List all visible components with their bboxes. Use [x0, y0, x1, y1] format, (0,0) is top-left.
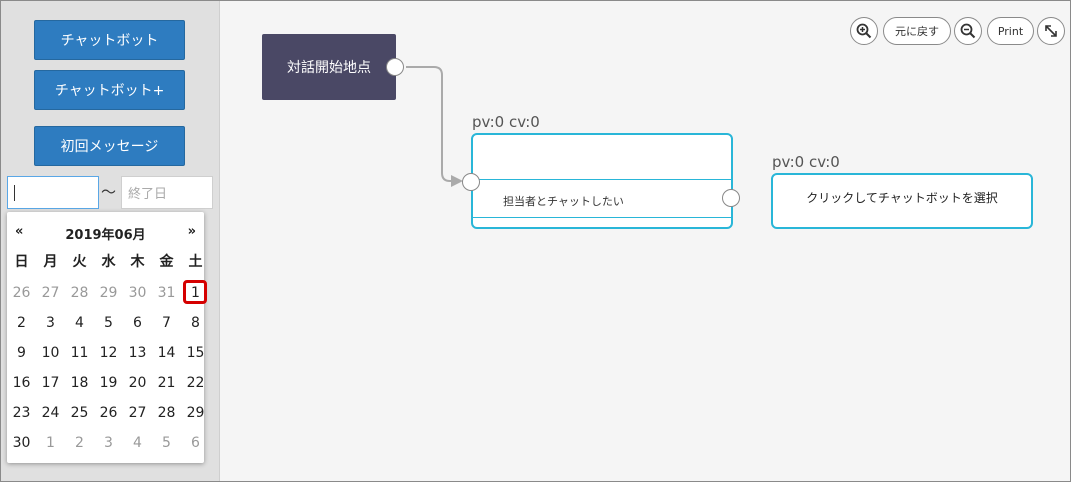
- print-button[interactable]: Print: [987, 17, 1034, 45]
- start-node-label: 対話開始地点: [287, 60, 371, 76]
- reset-button[interactable]: 元に戻す: [883, 17, 951, 45]
- day-cell[interactable]: 31: [157, 285, 176, 301]
- day-cell[interactable]: 20: [128, 375, 147, 391]
- day-cell[interactable]: 25: [70, 405, 89, 421]
- calendar-header: 2019年06月 « »: [7, 224, 204, 243]
- day-cell[interactable]: 21: [157, 375, 176, 391]
- day-cell[interactable]: 3: [104, 435, 113, 451]
- chatbot-node[interactable]: 担当者とチャットしたい: [471, 133, 733, 229]
- select-chatbot-node[interactable]: クリックしてチャットボットを選択: [771, 173, 1033, 229]
- day-cell[interactable]: 16: [12, 375, 31, 391]
- day-cell[interactable]: 24: [41, 405, 60, 421]
- calendar-month-title: 2019年06月: [65, 228, 146, 243]
- weekday-header: 日: [14, 254, 29, 270]
- day-cell[interactable]: 29: [99, 285, 118, 301]
- chatbot-plus-button[interactable]: チャットボット+: [34, 70, 185, 110]
- day-cell[interactable]: 26: [12, 285, 31, 301]
- fullscreen-button[interactable]: [1037, 17, 1065, 45]
- node1-stats: pv:0 cv:0: [472, 113, 540, 131]
- zoom-in-icon: [856, 23, 872, 39]
- day-cell[interactable]: 6: [133, 315, 142, 331]
- day-cell[interactable]: 30: [128, 285, 147, 301]
- select-chatbot-label: クリックしてチャットボットを選択: [806, 191, 998, 205]
- day-cell[interactable]: 14: [157, 345, 176, 361]
- zoom-out-icon: [960, 23, 976, 39]
- sidebar: チャットボット チャットボット+ 初回メッセージ 〜 終了日 2019年06月 …: [1, 1, 220, 481]
- day-cell[interactable]: 19: [99, 375, 118, 391]
- end-date-input[interactable]: 終了日: [121, 176, 213, 209]
- fullscreen-icon: [1045, 25, 1057, 37]
- zoom-out-button[interactable]: [954, 17, 982, 45]
- day-cell[interactable]: 2: [17, 315, 26, 331]
- selected-day-cell[interactable]: 1: [181, 278, 210, 308]
- weekday-header: 水: [101, 254, 116, 270]
- day-cell[interactable]: 4: [133, 435, 142, 451]
- day-cell[interactable]: 15: [186, 345, 205, 361]
- day-cell[interactable]: 27: [128, 405, 147, 421]
- next-month-button[interactable]: »: [187, 224, 196, 239]
- chatbot-node-input-port[interactable]: [462, 173, 480, 191]
- weekday-header: 木: [130, 254, 145, 270]
- day-cell[interactable]: 2: [75, 435, 84, 451]
- day-cell[interactable]: 27: [41, 285, 60, 301]
- first-message-button[interactable]: 初回メッセージ: [34, 126, 185, 166]
- day-cell[interactable]: 10: [41, 345, 60, 361]
- day-cell[interactable]: 28: [157, 405, 176, 421]
- flow-canvas[interactable]: 元に戻す Print 対話開始地点 pv:0 cv:0 担当者とチャットしたい …: [220, 1, 1070, 481]
- day-cell[interactable]: 17: [41, 375, 60, 391]
- node-divider: [473, 179, 731, 180]
- day-cell[interactable]: 3: [46, 315, 55, 331]
- day-cell[interactable]: 1: [46, 435, 55, 451]
- start-node-output-port[interactable]: [386, 58, 404, 76]
- chatbot-button[interactable]: チャットボット: [34, 20, 185, 60]
- day-cell[interactable]: 5: [162, 435, 171, 451]
- day-cell[interactable]: 7: [162, 315, 171, 331]
- start-node[interactable]: 対話開始地点: [262, 34, 396, 100]
- day-cell[interactable]: 13: [128, 345, 147, 361]
- day-cell[interactable]: 4: [75, 315, 84, 331]
- day-cell[interactable]: 29: [186, 405, 205, 421]
- day-cell[interactable]: 8: [191, 315, 200, 331]
- day-cell[interactable]: 11: [70, 345, 89, 361]
- zoom-in-button[interactable]: [850, 17, 878, 45]
- day-cell[interactable]: 30: [12, 435, 31, 451]
- node-divider: [473, 217, 731, 218]
- start-date-input[interactable]: [7, 176, 99, 209]
- weekday-header: 金: [159, 254, 174, 270]
- day-cell[interactable]: 28: [70, 285, 89, 301]
- weekday-header: 火: [72, 254, 87, 270]
- node-option-label: 担当者とチャットしたい: [503, 195, 624, 208]
- date-range-separator: 〜: [101, 183, 117, 201]
- text-caret: [14, 184, 15, 201]
- end-date-placeholder: 終了日: [128, 187, 168, 202]
- prev-month-button[interactable]: «: [15, 224, 24, 239]
- option-output-port[interactable]: [722, 189, 740, 207]
- weekday-header: 土: [188, 254, 203, 270]
- connection-edge: [406, 66, 463, 187]
- day-cell[interactable]: 12: [99, 345, 118, 361]
- day-cell[interactable]: 9: [17, 345, 26, 361]
- day-cell[interactable]: 22: [186, 375, 205, 391]
- day-cell[interactable]: 6: [191, 435, 200, 451]
- node2-stats: pv:0 cv:0: [772, 153, 840, 171]
- day-cell[interactable]: 5: [104, 315, 113, 331]
- day-cell[interactable]: 26: [99, 405, 118, 421]
- day-cell[interactable]: 23: [12, 405, 31, 421]
- weekday-header: 月: [43, 254, 58, 270]
- day-cell[interactable]: 18: [70, 375, 89, 391]
